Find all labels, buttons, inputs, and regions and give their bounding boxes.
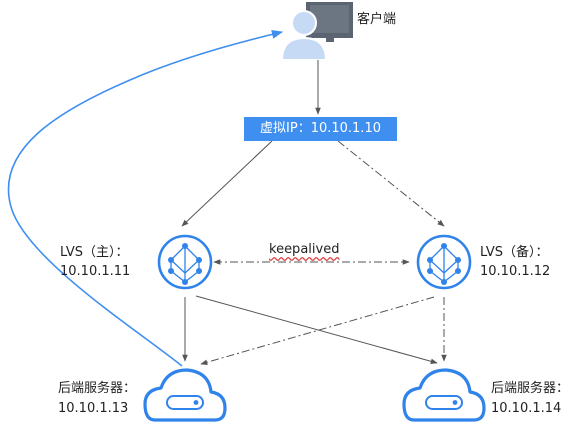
keepalived-label: keepalived	[269, 242, 340, 257]
edge-vip-lvs-backup	[337, 140, 445, 227]
backend-1-title: 后端服务器：	[58, 381, 137, 396]
lvs-master-ip: 10.10.1.11	[60, 264, 131, 279]
edge-vip-lvs-master	[181, 140, 273, 227]
client-computer-icon	[280, 2, 353, 61]
lvs-backup-ip: 10.10.1.12	[480, 264, 551, 279]
backend-2-ip: 10.10.1.14	[491, 401, 562, 416]
edge-master-backend2	[195, 295, 438, 365]
cloud-server-icon	[143, 368, 227, 422]
load-balancer-icon	[416, 234, 472, 290]
client-label: 客户端	[357, 12, 397, 27]
cloud-server-icon	[402, 368, 486, 422]
virtual-ip-label: 虚拟IP：10.10.1.10	[244, 117, 397, 141]
edge-response-backend1-client	[7, 29, 284, 367]
backend-2-title: 后端服务器：	[491, 381, 570, 396]
lvs-backup-title: LVS（备）：	[480, 245, 549, 260]
lvs-master-title: LVS（主）：	[60, 245, 129, 260]
backend-1-ip: 10.10.1.13	[58, 401, 129, 416]
load-balancer-icon	[157, 234, 213, 290]
